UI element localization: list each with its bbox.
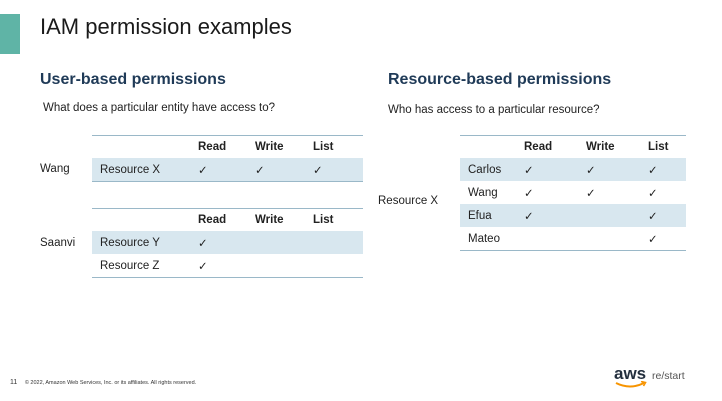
principal-cell: Mateo: [468, 232, 500, 245]
col-read: Read: [198, 141, 227, 153]
write-check: [578, 204, 640, 227]
resource-cell: Resource Z: [100, 259, 160, 272]
copyright-text: © 2022, Amazon Web Services, Inc. or its…: [24, 380, 197, 386]
list-check: ✓: [640, 158, 686, 181]
table-row: Resource X ✓ ✓ ✓: [92, 158, 363, 182]
read-check: ✓: [524, 187, 534, 200]
write-check: [247, 231, 305, 254]
entity-label-wang: Wang: [40, 163, 70, 175]
col-read: Read: [524, 141, 553, 153]
col-write: Write: [255, 214, 284, 226]
table-row: Wang ✓ ✓ ✓: [460, 181, 686, 204]
restart-logo-text: re/start: [652, 370, 685, 382]
read-check: ✓: [516, 158, 578, 181]
list-check: ✓: [305, 158, 363, 182]
read-check: ✓: [516, 204, 578, 227]
aws-restart-logo: aws re/start: [614, 364, 710, 392]
resource-based-heading: Resource-based permissions: [388, 71, 612, 88]
table-row: Efua ✓ ✓: [460, 204, 686, 227]
list-check: ✓: [648, 187, 658, 200]
principal-cell: Efua: [460, 204, 516, 227]
write-check: ✓: [247, 158, 305, 182]
wang-permissions-table: Read Write List Resource X ✓ ✓ ✓: [92, 135, 363, 182]
col-write: Write: [255, 141, 284, 153]
user-based-question: What does a particular entity have acces…: [43, 102, 276, 114]
aws-logo-text: aws: [614, 364, 647, 383]
footer: 11 © 2022, Amazon Web Services, Inc. or …: [10, 379, 196, 386]
read-check: ✓: [198, 260, 208, 273]
list-check: [305, 231, 363, 254]
table-row: Mateo ✓: [460, 227, 686, 251]
write-check: [247, 254, 305, 278]
table-header-row: Read Write List: [92, 208, 363, 232]
aws-smile-icon: [615, 381, 647, 388]
table-row: Resource Y ✓: [92, 231, 363, 254]
list-check: ✓: [648, 233, 658, 246]
resource-x-permissions-table: Read Write List Carlos ✓ ✓ ✓ Wang ✓ ✓ ✓ …: [460, 135, 686, 251]
list-check: [305, 254, 363, 278]
entity-label-saanvi: Saanvi: [40, 237, 76, 249]
user-based-heading: User-based permissions: [40, 71, 226, 88]
table-header-row: Read Write List: [92, 135, 363, 159]
table-header-row: Read Write List: [460, 135, 686, 159]
col-list: List: [313, 214, 334, 226]
write-check: [578, 227, 640, 251]
principal-cell: Carlos: [460, 158, 516, 181]
col-write: Write: [586, 141, 615, 153]
col-list: List: [648, 141, 669, 153]
page-number: 11: [10, 379, 18, 386]
write-check: ✓: [586, 187, 596, 200]
read-check: [516, 227, 578, 251]
list-check: ✓: [640, 204, 686, 227]
accent-bar: [0, 14, 20, 54]
slide-title: IAM permission examples: [40, 14, 292, 39]
resource-cell: Resource Y: [92, 231, 190, 254]
saanvi-permissions-table: Read Write List Resource Y ✓ Resource Z …: [92, 208, 363, 278]
table-row: Resource Z ✓: [92, 254, 363, 278]
read-check: ✓: [190, 231, 247, 254]
table-row: Carlos ✓ ✓ ✓: [460, 158, 686, 181]
col-list: List: [313, 141, 334, 153]
col-read: Read: [198, 214, 227, 226]
resource-label: Resource X: [378, 195, 439, 207]
read-check: ✓: [190, 158, 247, 182]
principal-cell: Wang: [468, 186, 498, 199]
resource-based-question: Who has access to a particular resource?: [388, 104, 600, 116]
resource-cell: Resource X: [92, 158, 190, 182]
write-check: ✓: [578, 158, 640, 181]
